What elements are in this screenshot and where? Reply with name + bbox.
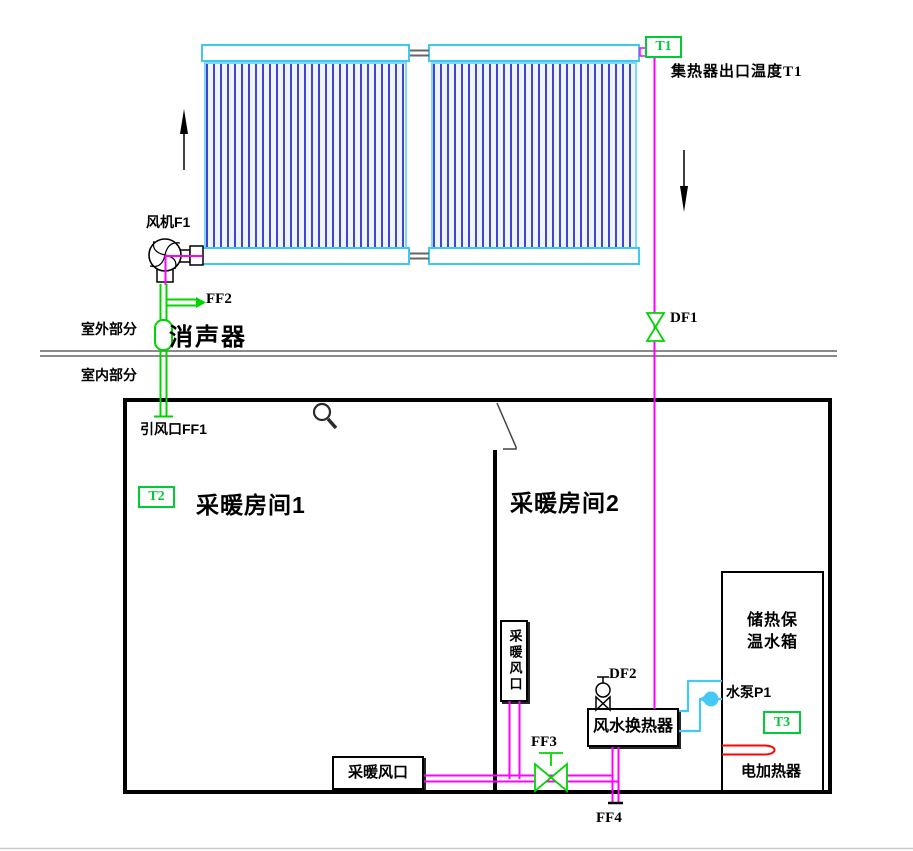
hot-air-pipe-magenta <box>164 47 656 802</box>
ff3-valve-icon <box>534 752 568 793</box>
df2-label: DF2 <box>609 666 637 682</box>
heating-vent-room1-label: 采暖风口 <box>347 764 408 782</box>
pump-p1-label: 水泵P1 <box>726 684 772 700</box>
sensor-t3: T3 <box>763 711 801 734</box>
sensor-t1-label: T1 <box>655 39 672 54</box>
heating-vent-room1: 采暖风口 <box>332 756 424 790</box>
tank-label-line1: 储热保 <box>746 612 798 629</box>
sensor-t2: T2 <box>138 486 175 508</box>
magnifier-cursor-icon <box>312 402 338 430</box>
collector2-tubes <box>431 62 637 247</box>
room1-label: 采暖房间1 <box>196 492 306 518</box>
inlet-ff1-label: 引风口FF1 <box>140 421 207 437</box>
heating-vent-room2: 采暖风口 <box>500 620 528 702</box>
sensor-t2-label: T2 <box>148 489 165 504</box>
building-wall-lines <box>40 350 837 357</box>
indoor-section-label: 室内部分 <box>81 367 137 383</box>
outdoor-section-label: 室外部分 <box>81 321 137 337</box>
electric-heater-icon <box>722 744 776 756</box>
df1-valve-icon <box>645 312 666 342</box>
tank-label-line2: 温水箱 <box>746 634 798 651</box>
silencer-icon <box>154 319 173 351</box>
collector-outlet-temp-label: 集热器出口温度T1 <box>671 64 803 80</box>
df2-valve-icon <box>595 676 611 712</box>
room-divider-wall <box>493 450 497 794</box>
collector1-tubes <box>204 62 407 247</box>
electric-heater-label: 电加热器 <box>741 763 802 780</box>
ff3-label: FF3 <box>531 734 557 750</box>
fan-f1-label: 风机F1 <box>146 214 191 230</box>
fan-f1-icon <box>148 238 204 283</box>
collector2-top-header <box>428 44 640 62</box>
water-pipe-cyan <box>679 679 722 733</box>
heating-vent-room2-label: 采暖风口 <box>507 629 523 693</box>
heat-exchanger-label: 风水换热器 <box>592 718 673 736</box>
collector1-top-header <box>201 44 410 62</box>
collector2-bottom-header <box>428 247 640 265</box>
collector-connector-bottom <box>410 252 429 260</box>
df1-label: DF1 <box>670 310 698 326</box>
air-water-heat-exchanger: 风水换热器 <box>587 708 679 747</box>
ff2-arrow-icon <box>196 297 206 308</box>
door-leaf <box>496 402 517 450</box>
sensor-t3-label: T3 <box>773 714 791 730</box>
pump-p1-icon <box>699 691 719 707</box>
down-arrow-icon <box>680 150 688 212</box>
collector-connector-top <box>410 49 429 57</box>
up-arrow-icon <box>180 109 188 170</box>
room-enclosure-wall <box>123 398 832 794</box>
silencer-label: 消声器 <box>169 324 247 351</box>
ff2-label: FF2 <box>206 291 232 307</box>
room2-label: 采暖房间2 <box>510 490 620 516</box>
ff4-label: FF4 <box>596 810 622 826</box>
sensor-t1: T1 <box>645 36 682 58</box>
